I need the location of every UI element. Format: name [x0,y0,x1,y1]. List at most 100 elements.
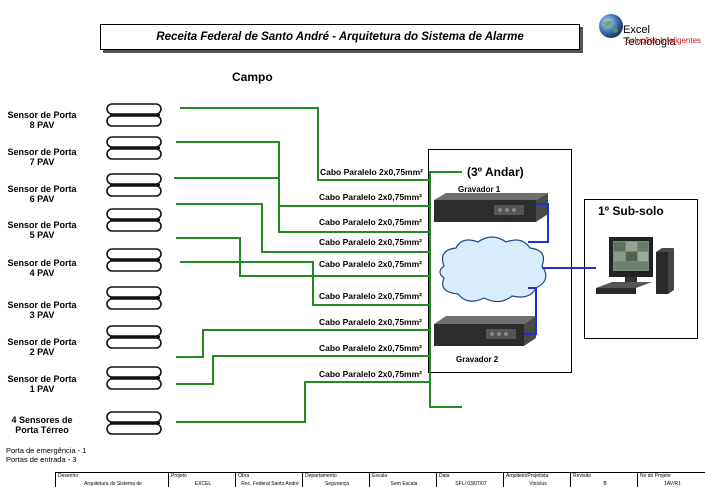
title-block-value: Rec. Federal Santo André [241,481,299,487]
sensor-label-floor: 3 PAV [29,310,55,320]
sensor-label-floor: 8 PAV [29,120,55,130]
cable-label: Cabo Paralelo 2x0,75mm² [320,167,423,177]
cable-label: Cabo Paralelo 2x0,75mm² [319,317,422,327]
title-block-header: Projeto [171,473,187,479]
sensor-label-floor: 4 PAV [29,268,55,278]
door-sensor-icon [106,366,162,390]
cable-label: Cabo Paralelo 2x0,75mm² [319,291,422,301]
title-block-cell: No do Projeto 1AV/R1 [637,473,705,487]
door-sensor-icon [106,325,162,349]
sensor-label-name: Sensor de Porta [7,184,77,194]
sensor-label-name: Sensor de Porta [7,374,77,384]
title-block-value: EXCEL [194,481,212,487]
third-floor-label: (3º Andar) [467,165,524,179]
recorder-1-label: Gravador 1 [458,185,501,194]
parallel-cable-line [176,237,430,277]
cable-trunk-line [429,171,462,408]
title-block-value: Sem Escala [390,481,418,487]
parallel-cable-line [176,141,430,207]
door-sensor-icon [106,411,162,435]
diagram-title: Receita Federal de Santo André - Arquite… [100,24,580,50]
workstation-computer [596,237,674,294]
door-sensor-icon [106,136,162,160]
cable-label: Cabo Paralelo 2x0,75mm² [319,343,422,353]
company-logo [598,13,624,44]
sensor-label-name: 4 Sensores de [11,415,73,425]
title-block-header: Arquiteto/Projetista [506,473,549,479]
door-sensor-icon [106,286,162,310]
sensor-label-name: Sensor de Porta [7,147,77,157]
parallel-cable-line [174,177,430,233]
door-count-note: Porta de emergência - 1 Portas de entrad… [6,446,86,464]
title-block-value: Vinícius [529,481,547,487]
basement-label: 1º Sub-solo [598,204,664,218]
title-text: Receita Federal de Santo André - Arquite… [156,31,524,43]
cable-label: Cabo Paralelo 2x0,75mm² [319,369,422,379]
cable-label: Cabo Paralelo 2x0,75mm² [319,259,422,269]
sensor-label-floor: 6 PAV [29,194,55,204]
title-block-header: Obra [238,473,250,479]
globe-icon [599,14,623,38]
note-entry-doors: Portas de entrada - 3 [6,455,77,464]
parallel-cable-line [180,107,430,181]
title-block-value: Arquitetura do Sistema de [84,481,142,487]
cable-label: Cabo Paralelo 2x0,75mm² [319,192,422,202]
sensor-label-name: Sensor de Porta [7,220,77,230]
recorder-2-label: Gravador 2 [456,355,499,364]
logo-text-brand: Excel Tecnologia [623,24,676,48]
door-sensor-icon [106,208,162,232]
title-block-header: Revisão [573,473,592,479]
recorder-1-device [434,193,548,222]
title-block-value: 1AV/R1 [664,481,681,487]
parallel-cable-line [176,329,430,358]
parallel-cable-line [176,203,430,253]
title-block-value: Segurança [324,481,350,487]
title-block-header: Escala [372,473,388,479]
sensor-label-name: Sensor de Porta [7,258,77,268]
sensor-label-name: Sensor de Porta [7,300,77,310]
parallel-cable-line [176,381,430,423]
recorder-2-device [434,316,536,346]
title-block-header: Desenho [58,473,79,479]
door-sensor-icon [106,248,162,272]
sensor-label-name: Sensor de Porta [7,337,77,347]
logo-text-tagline: Soluções Inteligentes [625,36,702,45]
sensor-label-floor: 7 PAV [29,157,55,167]
third-floor-box [428,149,572,373]
field-section-label: Campo [232,70,273,84]
cable-label: Cabo Paralelo 2x0,75mm² [319,237,422,247]
lan-cloud [439,236,547,303]
sensor-label-floor: 5 PAV [29,230,55,240]
title-block-header: No do Projeto [640,473,671,479]
sensor-label-floor: Porta Térreo [15,425,69,435]
parallel-cable-line [180,261,430,306]
network-links [524,203,596,335]
cable-label: Cabo Paralelo 2x0,75mm² [319,217,422,227]
title-block-header: Departamento [305,473,337,479]
title-block-value: B [603,481,607,487]
sensor-label-floor: 1 PAV [29,384,55,394]
parallel-cable-line [176,355,430,385]
title-block-value: SFL/ 03/07/07 [455,481,487,487]
sensor-label-floor: 2 PAV [29,347,55,357]
door-sensor-icon [106,103,162,127]
note-emergency-doors: Porta de emergência - 1 [6,446,87,455]
